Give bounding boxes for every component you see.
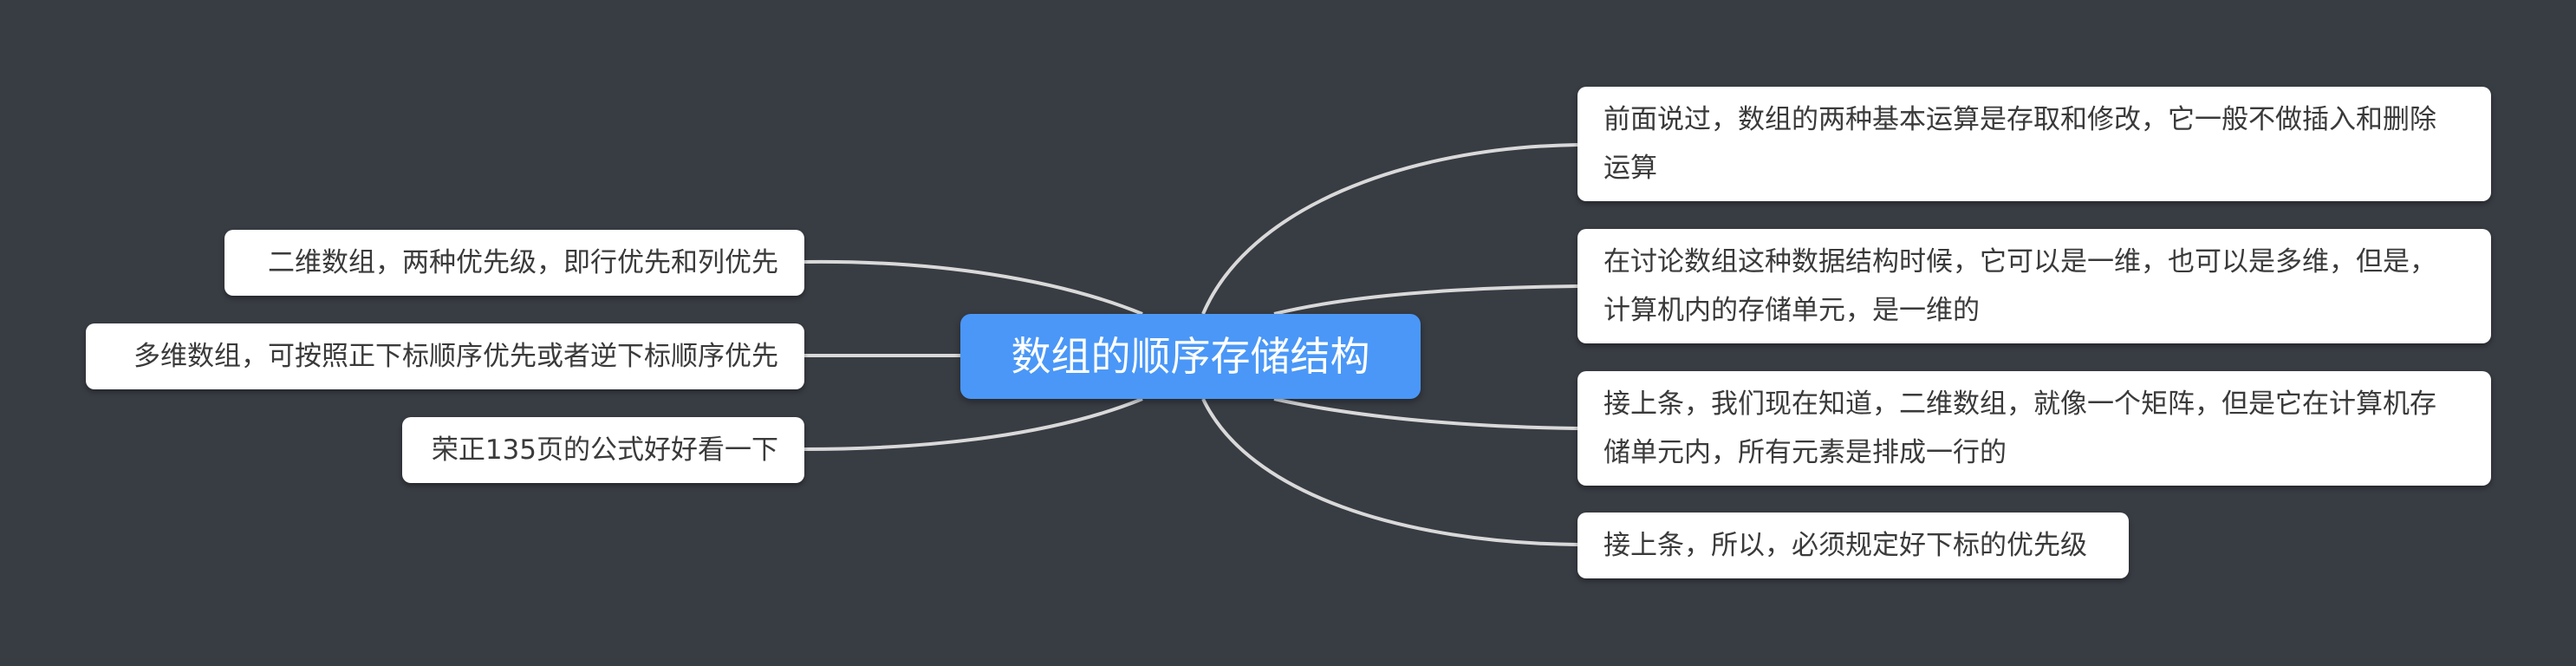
right-topic-1-line-2: 运算 [1603,153,1657,184]
left-topic-3[interactable]: 荣正135页的公式好好看一下 [402,417,804,483]
right-topic-2-line-1: 在讨论数组这种数据结构时候，它可以是一维，也可以是多维，但是， [1603,246,2436,278]
right-topic-4-line-1: 接上条，所以，必须规定好下标的优先级 [1603,530,2087,561]
connector-right-3 [1273,397,1578,430]
right-topic-2[interactable]: 在讨论数组这种数据结构时候，它可以是一维，也可以是多维，但是， 计算机内的存储单… [1577,229,2491,343]
left-topic-2[interactable]: 多维数组，可按照正下标顺序优先或者逆下标顺序优先 [86,323,804,389]
right-topic-1-line-1: 前面说过，数组的两种基本运算是存取和修改，它一般不做插入和删除 [1603,104,2436,135]
connector-right-2 [1273,284,1578,316]
central-topic[interactable]: 数组的顺序存储结构 [960,314,1421,399]
connector-left-3 [803,397,1143,451]
right-topic-1[interactable]: 前面说过，数组的两种基本运算是存取和修改，它一般不做插入和删除 运算 [1577,87,2491,201]
connector-right-1 [1201,143,1578,315]
right-topic-2-line-2: 计算机内的存储单元，是一维的 [1603,295,1980,326]
left-topic-1[interactable]: 二维数组，两种优先级，即行优先和列优先 [224,230,804,296]
connector-left-1 [803,259,1143,316]
right-topic-3-line-2: 储单元内，所有元素是排成一行的 [1603,437,2007,468]
connector-right-4 [1201,398,1578,546]
right-topic-4[interactable]: 接上条，所以，必须规定好下标的优先级 [1577,513,2129,578]
right-topic-3[interactable]: 接上条，我们现在知道，二维数组，就像一个矩阵，但是它在计算机存 储单元内，所有元… [1577,371,2491,486]
right-topic-3-line-1: 接上条，我们现在知道，二维数组，就像一个矩阵，但是它在计算机存 [1603,388,2436,420]
